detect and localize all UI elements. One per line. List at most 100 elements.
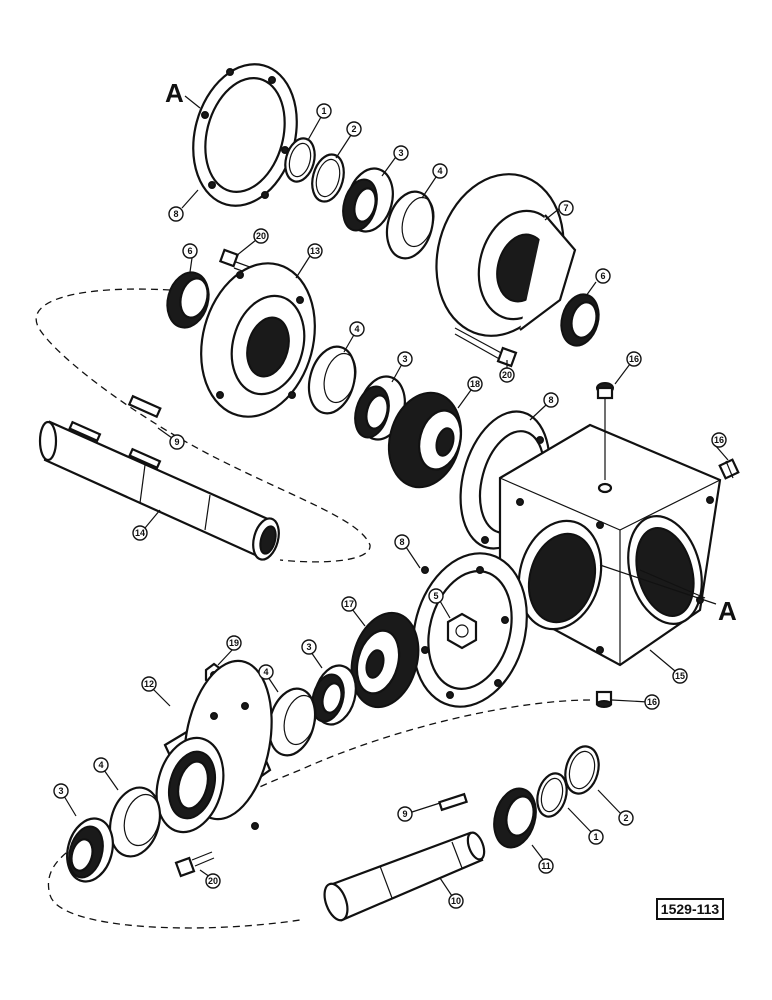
- svg-text:19: 19: [229, 638, 239, 648]
- svg-text:5: 5: [433, 591, 438, 601]
- callout-20-mid: 20: [499, 367, 515, 383]
- callout-3-mid: 3: [397, 351, 413, 367]
- svg-text:8: 8: [548, 395, 553, 405]
- callout-8-mid: 8: [543, 392, 559, 408]
- callout-1-top: 1: [316, 103, 332, 119]
- svg-text:4: 4: [98, 760, 103, 770]
- callout-8-low: 8: [394, 534, 410, 550]
- svg-text:2: 2: [351, 124, 356, 134]
- callout-4-low: 4: [258, 664, 274, 680]
- svg-text:1: 1: [593, 832, 598, 842]
- callout-10: 10: [448, 893, 464, 909]
- svg-text:16: 16: [647, 697, 657, 707]
- gearbox-housing: [498, 398, 722, 667]
- section-label-a-top: A: [165, 78, 184, 108]
- svg-text:20: 20: [256, 231, 266, 241]
- callout-4-top: 4: [432, 163, 448, 179]
- svg-text:16: 16: [714, 435, 724, 445]
- bearing-cap-7: [435, 173, 577, 337]
- bearing-housing-12: [155, 659, 273, 834]
- mid-bearing-cup: [307, 345, 357, 415]
- svg-text:10: 10: [451, 896, 461, 906]
- svg-text:8: 8: [399, 537, 404, 547]
- callout-14: 14: [132, 525, 148, 541]
- callout-12: 12: [141, 676, 157, 692]
- pipe-plug-16-bottom: [595, 690, 613, 708]
- pipe-plug-16-right: [718, 458, 740, 480]
- svg-text:2: 2: [623, 813, 628, 823]
- svg-text:20: 20: [208, 876, 218, 886]
- svg-text:4: 4: [437, 166, 442, 176]
- bearing-cap-13: [200, 262, 316, 418]
- svg-text:20: 20: [502, 370, 512, 380]
- callout-9-top: 9: [169, 434, 185, 450]
- svg-text:7: 7: [563, 203, 568, 213]
- bottom-shim: [564, 745, 600, 795]
- svg-text:15: 15: [675, 671, 685, 681]
- callout-15: 15: [672, 668, 688, 684]
- callout-9-bottom: 9: [397, 806, 413, 822]
- bolt-20-bottom: [174, 851, 215, 878]
- pipe-plug-16-top: [596, 382, 614, 400]
- callout-18: 18: [467, 376, 483, 392]
- callout-20-bottom: 20: [205, 873, 221, 889]
- nut-5: [446, 612, 478, 650]
- callout-5: 5: [428, 588, 444, 604]
- callout-3-bottom: 3: [53, 783, 69, 799]
- callout-8-top: 8: [168, 206, 184, 222]
- callout-20-top: 20: [253, 228, 269, 244]
- callout-4-bottom: 4: [93, 757, 109, 773]
- svg-text:17: 17: [344, 599, 354, 609]
- seal-6-left: [166, 271, 210, 329]
- svg-text:13: 13: [310, 246, 320, 256]
- figure-number: 1529-113: [656, 898, 724, 920]
- callout-16-right: 16: [711, 432, 727, 448]
- svg-text:3: 3: [58, 786, 63, 796]
- bolt-20-mid: [454, 327, 518, 368]
- callout-2-bottom: 2: [618, 810, 634, 826]
- callout-2-top: 2: [346, 121, 362, 137]
- top-gasket: [192, 63, 298, 207]
- callout-11: 11: [538, 858, 554, 874]
- svg-text:3: 3: [402, 354, 407, 364]
- svg-text:3: 3: [306, 642, 311, 652]
- callout-17: 17: [341, 596, 357, 612]
- svg-text:18: 18: [470, 379, 480, 389]
- shaft-14: [38, 420, 280, 561]
- svg-text:4: 4: [354, 324, 359, 334]
- top-cone-bearing: [342, 167, 394, 233]
- callout-16-bottom: 16: [644, 694, 660, 710]
- callout-3-top: 3: [393, 145, 409, 161]
- top-shim: [311, 153, 345, 203]
- svg-text:9: 9: [402, 809, 407, 819]
- callout-7: 7: [558, 200, 574, 216]
- seal-6-right: [560, 293, 600, 347]
- shaft-10: [323, 831, 486, 922]
- svg-text:8: 8: [173, 209, 178, 219]
- svg-text:1: 1: [321, 106, 326, 116]
- upper-group-outline: [35, 288, 371, 563]
- callout-19: 19: [226, 635, 242, 651]
- bevel-gear-18: [387, 391, 463, 489]
- bottom-snap-ring: [536, 772, 568, 818]
- callout-13: 13: [307, 243, 323, 259]
- bottom-bearing-cup: [109, 786, 161, 858]
- svg-text:9: 9: [174, 437, 179, 447]
- callout-3-low: 3: [301, 639, 317, 655]
- svg-text:4: 4: [263, 667, 268, 677]
- svg-text:12: 12: [144, 679, 154, 689]
- svg-text:14: 14: [135, 528, 145, 538]
- bottom-cone-bearing: [66, 817, 114, 883]
- svg-text:6: 6: [600, 271, 605, 281]
- svg-text:11: 11: [541, 861, 551, 871]
- key-9-bottom: [438, 792, 468, 812]
- callout-1-bottom: 1: [588, 829, 604, 845]
- callout-4-mid: 4: [349, 321, 365, 337]
- section-label-a-right: A: [718, 596, 737, 626]
- top-snap-ring: [284, 137, 316, 183]
- low-cone-bearing: [311, 664, 357, 726]
- svg-text:3: 3: [398, 148, 403, 158]
- bevel-gear-17: [350, 611, 420, 709]
- callout-6-right: 6: [595, 268, 611, 284]
